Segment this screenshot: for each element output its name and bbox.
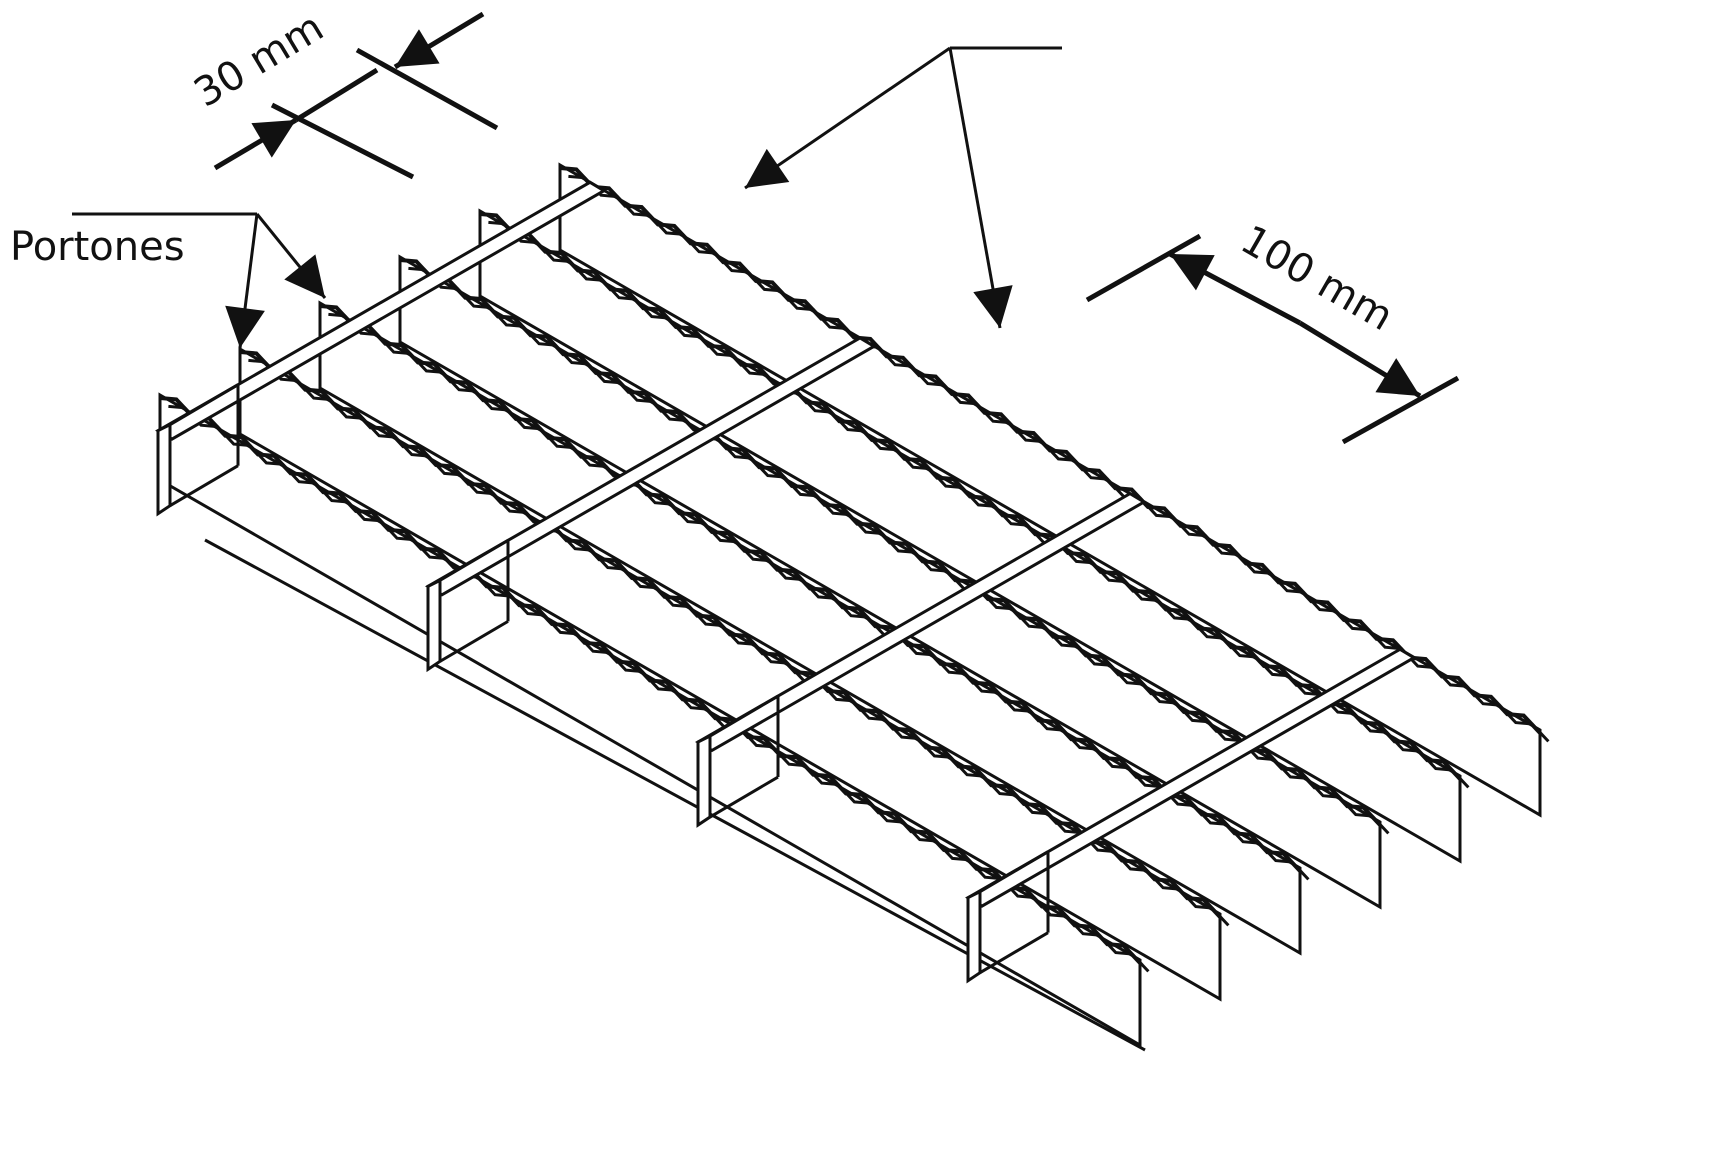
- leader-bearing-bars: [744, 46, 1062, 329]
- bearing-bar-top-edge: [408, 266, 1390, 835]
- bearing-bar-top-edge: [328, 312, 1310, 881]
- cross-bar-end: [426, 577, 442, 673]
- cross-bar-end-bottom: [439, 620, 509, 663]
- bearing-bar-top-edge: [248, 358, 1230, 927]
- bearing-bar: [238, 346, 1222, 1002]
- bearing-bar: [478, 208, 1462, 864]
- leader-portones: [72, 212, 327, 349]
- dimension-label-100mm: 100 mm: [1233, 217, 1401, 340]
- bearing-bar-top-edge: [488, 220, 1470, 789]
- bearing-bar: [558, 162, 1542, 818]
- dimension-label-30mm: 30 mm: [186, 4, 331, 116]
- cross-bar-end: [966, 889, 982, 984]
- label-portones: Portones: [10, 224, 185, 270]
- cross-bar-end-bottom: [169, 464, 239, 507]
- cross-bar-end: [696, 733, 712, 828]
- bearing-bar: [318, 300, 1302, 956]
- dimension-30mm: [213, 11, 499, 180]
- frame-line: [204, 538, 1146, 1052]
- cross-bar-end-top: [979, 850, 1049, 893]
- cross-bar-end-top: [169, 383, 239, 426]
- bearing-bar-top-edge: [568, 174, 1550, 743]
- cross-bar-end-top: [709, 694, 779, 738]
- cross-bar-end-bottom: [979, 931, 1049, 974]
- bearing-bar: [398, 254, 1382, 910]
- cross-bar-end: [156, 422, 172, 517]
- cross-bar-end-bottom: [709, 775, 779, 819]
- dimension-100mm: [1085, 233, 1460, 445]
- grating-bars: [155, 162, 1550, 1052]
- bearing-bar-top-edge: [168, 404, 1150, 973]
- cross-bar-end-top: [439, 539, 509, 582]
